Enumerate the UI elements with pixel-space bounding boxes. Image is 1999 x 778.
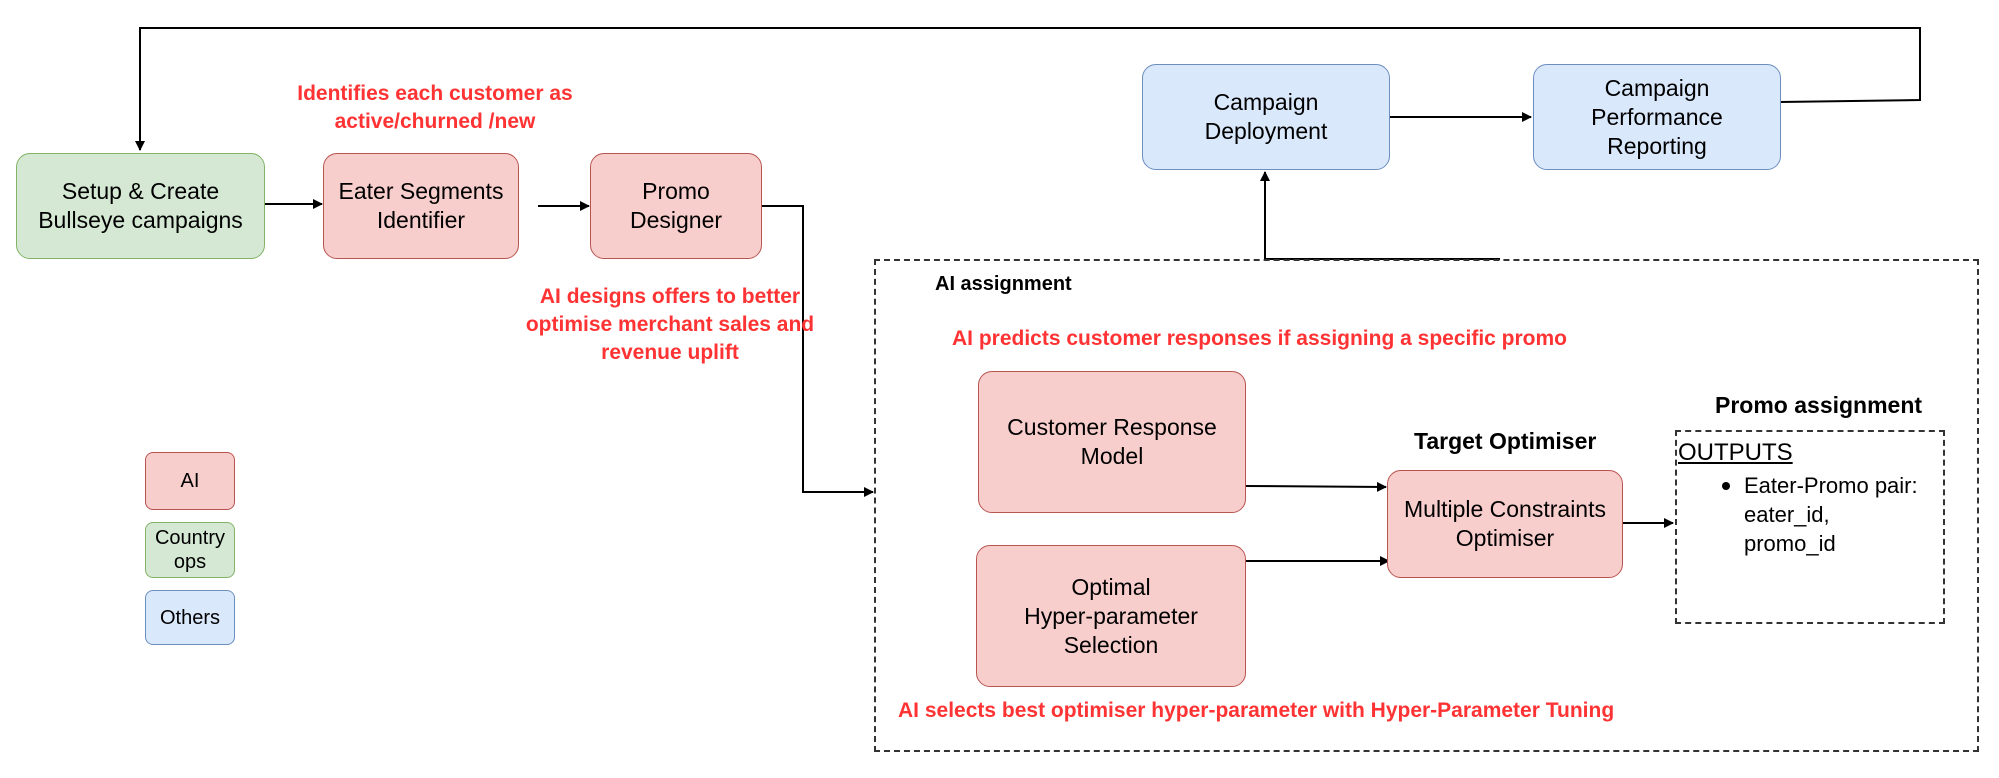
ai-assignment-container [874, 259, 1979, 752]
ai-assignment-heading: AI assignment [935, 273, 1072, 295]
outputs-bullet: Eater-Promo pair: eater_id, promo_id [1744, 471, 1918, 558]
promo-assignment-heading: Promo assignment [1715, 392, 1923, 418]
node-label: Campaign [1213, 89, 1319, 115]
legend-label: AI [180, 470, 200, 492]
legend-ai: AI [145, 452, 235, 510]
node-label: Reporting [1607, 132, 1707, 159]
annotation-line: AI designs offers to better [539, 285, 801, 308]
customer-response-node[interactable]: Customer Response Model [978, 371, 1246, 513]
promo-designer-node[interactable]: Promo Designer [590, 153, 762, 259]
node-label: Promo [642, 178, 710, 204]
node-label: Model [1080, 443, 1144, 469]
node-label: Campaign [1604, 74, 1710, 101]
promo-designer-annotation: AI designs offers to better optimise mer… [500, 283, 840, 367]
setup-campaigns-node[interactable]: Setup & Create Bullseye campaigns [16, 153, 265, 259]
campaign-deployment-node[interactable]: Campaign Deployment [1142, 64, 1390, 170]
node-label: Performance [1591, 103, 1723, 130]
node-label: Eater Segments [338, 178, 504, 204]
legend-others: Others [145, 590, 235, 645]
response-to-optimiser-arrow [1244, 481, 1387, 492]
outputs-container [1675, 430, 1945, 624]
assignment-to-deployment-arrow [1260, 171, 1500, 260]
annotation-line: active/churned /new [334, 110, 536, 133]
legend-label: Others [159, 606, 221, 629]
bullet-dot-icon [1722, 482, 1730, 490]
segments-annotation: Identifies each customer as active/churn… [270, 80, 600, 136]
constraints-optimiser-node[interactable]: Multiple Constraints Optimiser [1387, 470, 1623, 578]
legend-country-ops: Country ops [145, 522, 235, 578]
outputs-line: Eater-Promo pair: [1744, 473, 1918, 498]
legend-label: Country [154, 527, 226, 549]
outputs-line: promo_id [1744, 531, 1836, 556]
outputs-title: OUTPUTS [1678, 439, 1793, 466]
target-optimiser-heading: Target Optimiser [1414, 428, 1597, 454]
promo-to-assignment-arrow [762, 205, 874, 497]
feedback-loop-arrow [135, 27, 1921, 151]
node-label: Multiple Constraints [1404, 496, 1606, 522]
node-label: Optimiser [1455, 525, 1555, 551]
campaign-reporting-node[interactable]: Campaign Performance Reporting [1533, 64, 1781, 170]
predict-annotation: AI predicts customer responses if assign… [952, 327, 1568, 350]
node-label: Designer [629, 207, 723, 233]
select-annotation: AI selects best optimiser hyper-paramete… [898, 699, 1615, 722]
node-label: Selection [1063, 631, 1159, 658]
annotation-line: optimise merchant sales and [525, 313, 815, 336]
node-label: Deployment [1204, 118, 1328, 144]
legend-label: ops [173, 551, 207, 573]
hyper-parameter-node[interactable]: Optimal Hyper-parameter Selection [976, 545, 1246, 687]
annotation-line: Identifies each customer as [297, 82, 573, 105]
node-label: Hyper-parameter [1024, 602, 1198, 629]
outputs-line: eater_id, [1744, 502, 1830, 527]
node-label: Bullseye campaigns [38, 207, 243, 233]
node-label: Customer Response [1007, 414, 1217, 440]
eater-segments-node[interactable]: Eater Segments Identifier [323, 153, 519, 259]
node-label: Setup & Create [61, 178, 220, 204]
node-label: Optimal [1071, 573, 1151, 600]
annotation-line: revenue uplift [601, 341, 739, 364]
node-label: Identifier [376, 207, 466, 233]
